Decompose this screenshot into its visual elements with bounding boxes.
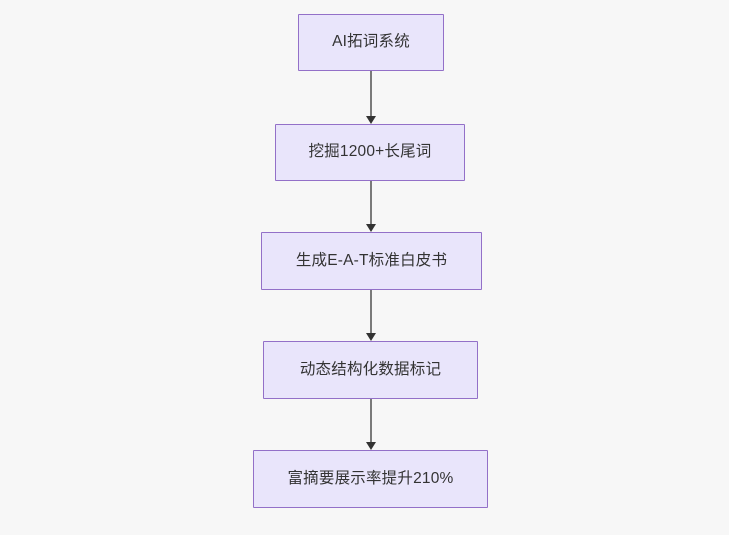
flowchart-node-n5[interactable]: 富摘要展示率提升210% (253, 450, 488, 508)
edge-line (370, 71, 372, 116)
flowchart-node-label: 挖掘1200+长尾词 (308, 143, 432, 161)
arrow-head-icon (366, 333, 376, 341)
flowchart-node-n4[interactable]: 动态结构化数据标记 (263, 341, 478, 399)
arrow-head-icon (366, 442, 376, 450)
flowchart-node-label: 动态结构化数据标记 (299, 360, 442, 378)
edge-line (370, 290, 372, 333)
flowchart-node-label: 生成E-A-T标准白皮书 (295, 251, 448, 269)
flowchart-node-n1[interactable]: AI拓词系统 (298, 14, 444, 71)
flowchart-node-n3[interactable]: 生成E-A-T标准白皮书 (261, 232, 482, 290)
arrow-head-icon (366, 116, 376, 124)
arrow-head-icon (366, 224, 376, 232)
edge-line (370, 399, 372, 442)
flowchart-edge-n2-n3 (366, 181, 376, 232)
flowchart-edge-n3-n4 (366, 290, 376, 341)
flowchart-edge-n1-n2 (366, 71, 376, 124)
flowchart-edge-n4-n5 (366, 399, 376, 450)
flowchart-node-label: 富摘要展示率提升210% (287, 469, 454, 487)
flowchart-node-n2[interactable]: 挖掘1200+长尾词 (275, 124, 465, 181)
flowchart-node-label: AI拓词系统 (332, 33, 410, 51)
edge-line (370, 181, 372, 224)
